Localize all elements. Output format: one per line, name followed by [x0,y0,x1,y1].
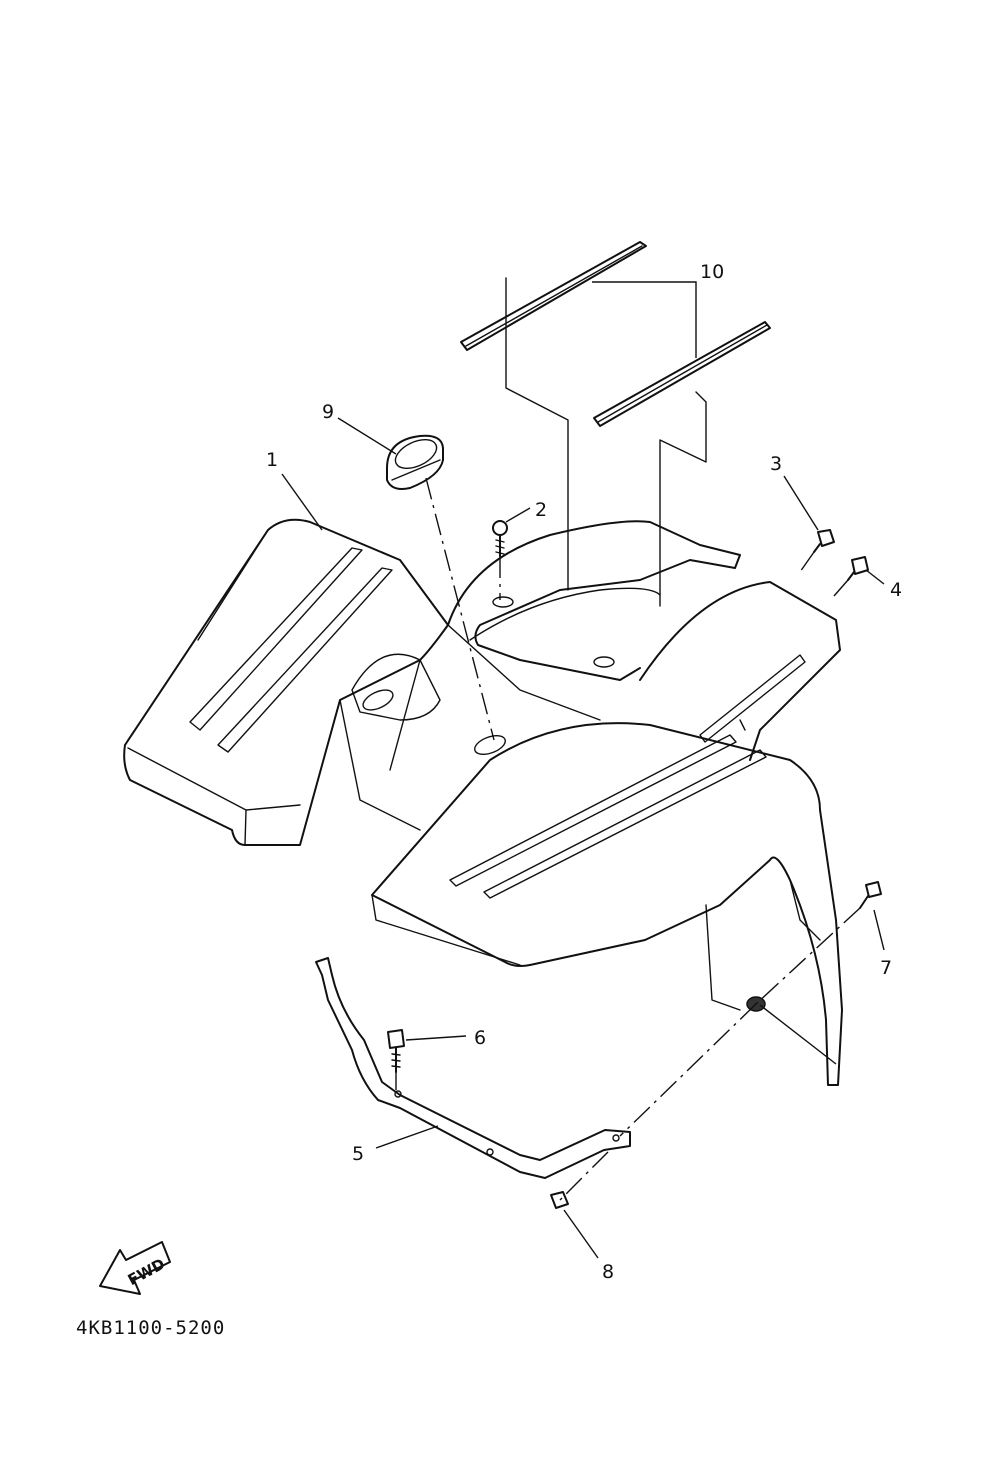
screw-part-2 [492,520,508,557]
cap-part-9 [386,434,444,490]
bolt-part-6 [387,1029,405,1073]
bolt-part-3 [813,529,835,553]
bolt-part-7 [859,881,882,909]
callout-10: 10 [700,261,724,283]
bracket-part-5 [315,957,631,1179]
leader-lines [281,281,885,1259]
strip-part-10a [460,241,647,351]
diagram-code: 4KB1100-5200 [76,1317,225,1339]
callout-7: 7 [880,957,892,979]
callout-2: 2 [535,499,547,521]
callout-1: 1 [266,449,278,471]
assembly-lines [395,277,861,1201]
strip-part-10b [593,321,771,427]
fwd-arrow-icon: FWD [99,1241,171,1295]
bolt-part-4 [847,556,869,581]
fender-part-1 [123,518,843,1086]
callout-8: 8 [602,1261,614,1283]
callout-5: 5 [352,1143,364,1165]
callout-3: 3 [770,453,782,475]
callout-9: 9 [322,401,334,423]
callout-6: 6 [474,1027,486,1049]
nut-part-8 [550,1191,569,1209]
callout-4: 4 [890,579,902,601]
